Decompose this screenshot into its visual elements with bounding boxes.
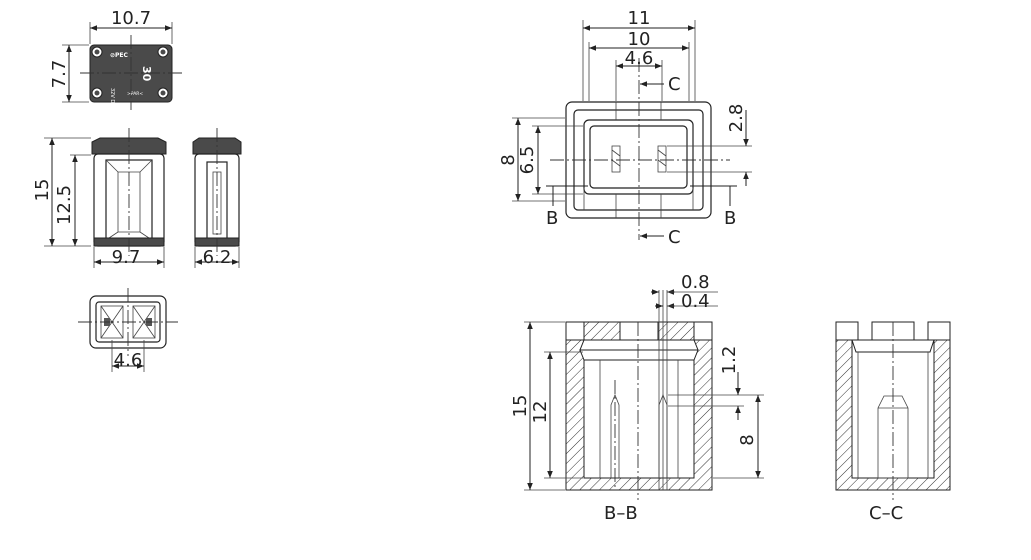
side-width-label: 6.2 xyxy=(203,247,232,268)
section-c-bottom: C xyxy=(668,227,681,248)
socket-inner-depth-label: 6.5 xyxy=(517,146,538,175)
bb-terminal-width-label: 0.8 xyxy=(681,272,710,293)
top-depth-label: 7.7 xyxy=(49,60,70,89)
socket-inner-width-label: 10 xyxy=(628,29,651,50)
section-b-right: B xyxy=(724,208,736,229)
socket-top-view: 11 10 4.6 C C 8 6.5 B B xyxy=(498,8,752,248)
voltage-text: 32V DC xyxy=(109,88,115,107)
bb-terminal-height-label: 8 xyxy=(737,434,758,445)
fuse-top-view: ⊘PEC 30 32V DC >PAR< 10.7 7.7 xyxy=(49,8,182,110)
fuse-bottom-view: 4.6 xyxy=(78,288,178,372)
section-bb-view: B–B 15 12 0.8 0.4 1.2 8 xyxy=(510,272,764,524)
socket-offset-label: 2.8 xyxy=(726,104,747,133)
bb-gap-label: 1.2 xyxy=(719,346,740,375)
bb-slot-width-label: 0.4 xyxy=(681,291,710,312)
logo-text: ⊘PEC xyxy=(110,52,129,59)
front-inner-height-label: 12.5 xyxy=(54,185,75,225)
brand-text: >PAR< xyxy=(127,91,143,97)
bb-height-label: 15 xyxy=(510,395,531,418)
section-c-top: C xyxy=(668,74,681,95)
socket-depth-label: 8 xyxy=(498,154,519,165)
section-cc-view: C–C xyxy=(835,321,951,524)
section-cc-title: C–C xyxy=(869,503,903,524)
top-width-label: 10.7 xyxy=(111,8,151,29)
section-bb-title: B–B xyxy=(604,503,638,524)
section-b-left: B xyxy=(546,208,558,229)
socket-pitch-label: 4.6 xyxy=(625,48,654,69)
fuse-front-view: 15 12.5 9.7 xyxy=(32,128,167,268)
socket-outer-width-label: 11 xyxy=(628,8,651,29)
front-height-label: 15 xyxy=(32,179,53,202)
bb-inner-height-label: 12 xyxy=(530,401,551,424)
front-width-label: 9.7 xyxy=(112,247,141,268)
rating-text: 30 xyxy=(140,66,153,82)
bottom-pitch-label: 4.6 xyxy=(114,350,143,371)
fuse-side-view: 6.2 xyxy=(192,128,242,268)
